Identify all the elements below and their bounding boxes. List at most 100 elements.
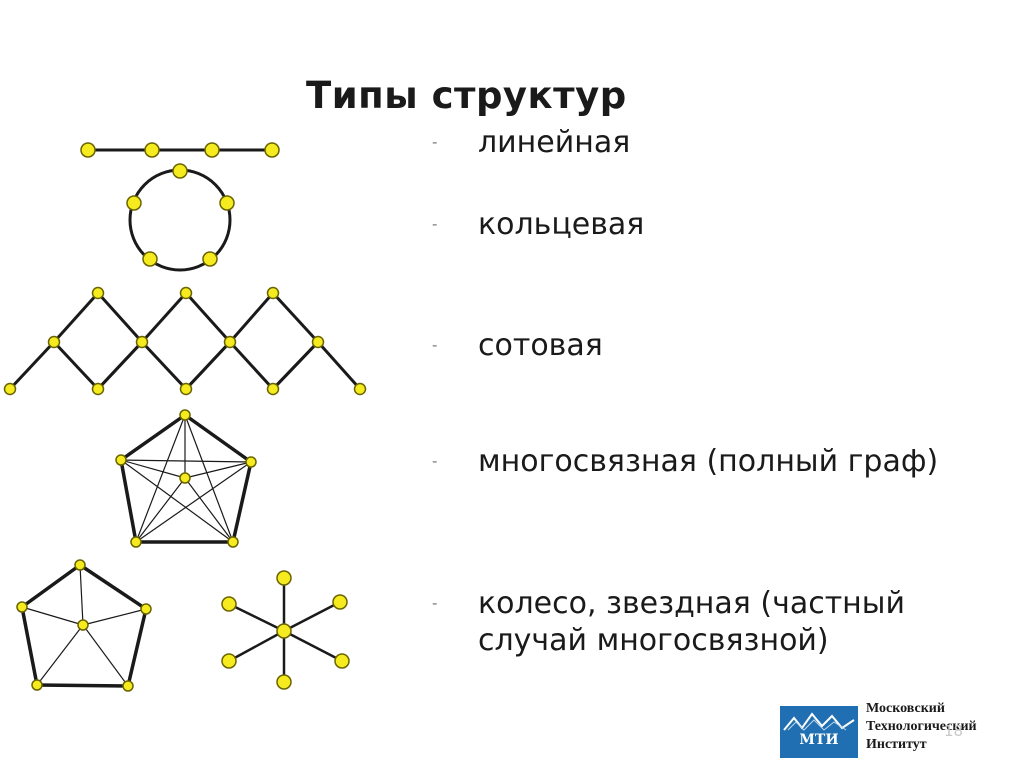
edge: [119, 459, 138, 543]
node: [130, 536, 142, 548]
node: [140, 603, 152, 615]
edge: [36, 683, 129, 688]
edge: [140, 291, 188, 344]
node: [47, 335, 61, 349]
edge: [283, 629, 343, 663]
logo-name: Московский Технологический Институт: [866, 700, 1016, 754]
edge: [52, 291, 100, 344]
institute-logo: МТИ Московский Технологический Институт: [780, 701, 977, 760]
edge: [120, 459, 186, 479]
bullet-dash: -: [432, 215, 438, 233]
edge: [271, 291, 320, 344]
node: [91, 382, 105, 396]
edge: [79, 564, 84, 626]
node: [3, 382, 17, 396]
bullet-cellular: - сотовая: [432, 327, 1022, 364]
node: [204, 142, 220, 158]
node: [31, 679, 43, 691]
bullet-text: многосвязная (полный граф): [478, 444, 939, 479]
edge: [20, 563, 82, 609]
node: [126, 195, 142, 211]
node: [276, 623, 292, 639]
node: [264, 142, 280, 158]
edge: [8, 340, 56, 391]
bullet-ring: - кольцевая: [432, 206, 1022, 243]
node: [266, 286, 280, 300]
node: [172, 163, 188, 179]
edge: [126, 608, 148, 687]
bullet-text: колесо, звездная (частный случай многосв…: [478, 586, 905, 658]
node: [311, 335, 325, 349]
mountains-icon: [783, 712, 855, 731]
logo-abbreviation: МТИ: [799, 732, 839, 748]
node: [144, 142, 160, 158]
edge: [96, 340, 144, 391]
page-number: 18: [944, 722, 964, 740]
edge: [228, 629, 285, 663]
linear-structure-diagram: [80, 142, 280, 158]
edge: [228, 340, 275, 391]
node: [221, 596, 237, 612]
node: [276, 674, 292, 690]
cellular-structure-diagram: [3, 286, 367, 396]
logo-name-line: Институт: [866, 737, 927, 752]
node: [179, 382, 193, 396]
edge: [135, 414, 186, 543]
bullet-linear: - линейная: [432, 124, 1022, 161]
node: [332, 594, 348, 610]
node: [16, 601, 28, 613]
edge: [316, 341, 362, 390]
edge: [82, 608, 147, 626]
node: [122, 680, 134, 692]
wheel-and-star-diagrams: [16, 559, 350, 692]
bullet-dash: -: [432, 452, 438, 470]
edge: [271, 340, 320, 391]
edge: [184, 291, 232, 344]
edge: [79, 563, 147, 611]
node: [227, 536, 239, 548]
node: [179, 286, 193, 300]
edge: [228, 602, 285, 633]
node: [142, 251, 158, 267]
logo-name-line: Московский: [866, 701, 945, 716]
bullet-text: линейная: [478, 125, 631, 160]
edge: [52, 340, 100, 391]
node: [223, 335, 237, 349]
logo-name-line: Технологический: [866, 719, 977, 734]
edge: [140, 340, 188, 391]
complete-graph-diagram: [115, 409, 257, 548]
node: [334, 653, 350, 669]
edge: [82, 624, 129, 687]
edge: [120, 459, 234, 543]
node: [353, 382, 367, 396]
bullet-dash: -: [432, 594, 438, 612]
edge: [120, 459, 252, 463]
bullet-complete-graph: - многосвязная (полный граф): [432, 443, 1022, 480]
node: [202, 251, 218, 267]
node: [74, 559, 86, 571]
edge: [119, 413, 187, 462]
node: [135, 335, 149, 349]
edge: [183, 413, 253, 464]
node: [115, 454, 127, 466]
node: [179, 472, 191, 484]
ring-structure-diagram: [126, 163, 235, 272]
edge: [135, 477, 186, 543]
node: [77, 619, 89, 631]
edge: [184, 477, 234, 543]
slide-title: Типы структур: [306, 74, 627, 117]
node: [179, 409, 191, 421]
edge: [20, 606, 39, 686]
edge: [184, 461, 252, 479]
bullet-text: кольцевая: [478, 207, 645, 242]
bullet-wheel-star: - колесо, звездная (частный случай много…: [432, 585, 1022, 659]
node: [91, 286, 105, 300]
node: [266, 382, 280, 396]
node: [245, 456, 257, 468]
edge: [231, 461, 253, 543]
edge: [228, 292, 275, 343]
node: [276, 570, 292, 586]
edge: [283, 600, 341, 633]
bullet-dash: -: [432, 133, 438, 151]
edge: [184, 414, 234, 543]
